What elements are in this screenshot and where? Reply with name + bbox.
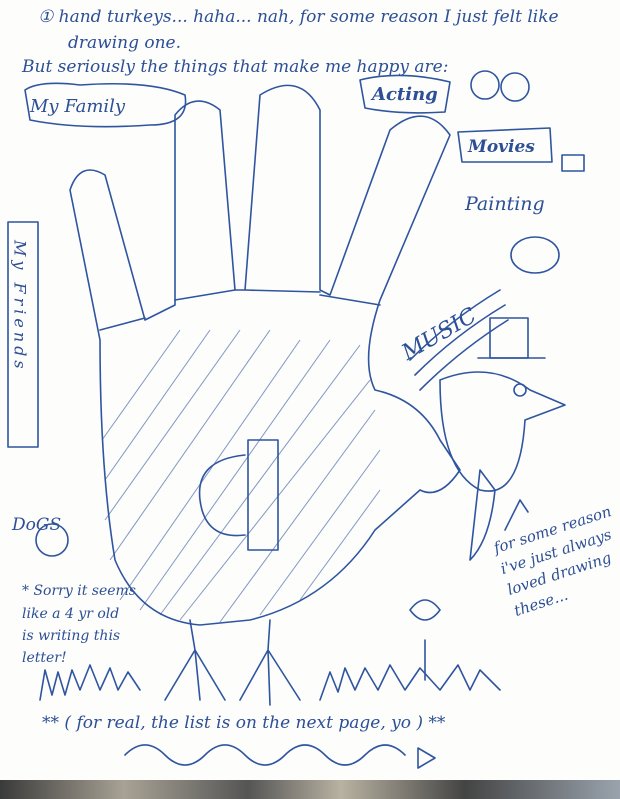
- torn-page-edge: [0, 780, 620, 799]
- apology-note: * Sorry it seems like a 4 yr old is writ…: [22, 583, 136, 666]
- intro-line-3: But seriously the things that make me ha…: [21, 57, 448, 77]
- apology-line: like a 4 yr old: [22, 606, 119, 622]
- arrow-icon: [417, 747, 436, 769]
- intro-line-1: ① hand turkeys... haha... nah, for some …: [38, 7, 559, 27]
- apology-line: is writing this: [22, 628, 120, 644]
- footer-note: ** ( for real, the list is on the next p…: [42, 713, 446, 733]
- label-movies: Movies: [467, 137, 535, 157]
- label-acting: Acting: [370, 84, 438, 105]
- apology-line: letter!: [22, 650, 67, 666]
- intro-line-2: drawing one.: [68, 33, 181, 53]
- label-dogs: DoGS: [11, 515, 61, 535]
- label-my-family: My Family: [29, 96, 126, 117]
- label-music: MUSIC: [397, 303, 481, 366]
- apology-line: * Sorry it seems: [22, 583, 136, 599]
- label-my-friends: My Friends: [11, 239, 30, 373]
- hand-turkey-drawing: [69, 84, 566, 706]
- label-painting: Painting: [464, 193, 545, 215]
- squiggle-line: [124, 744, 406, 766]
